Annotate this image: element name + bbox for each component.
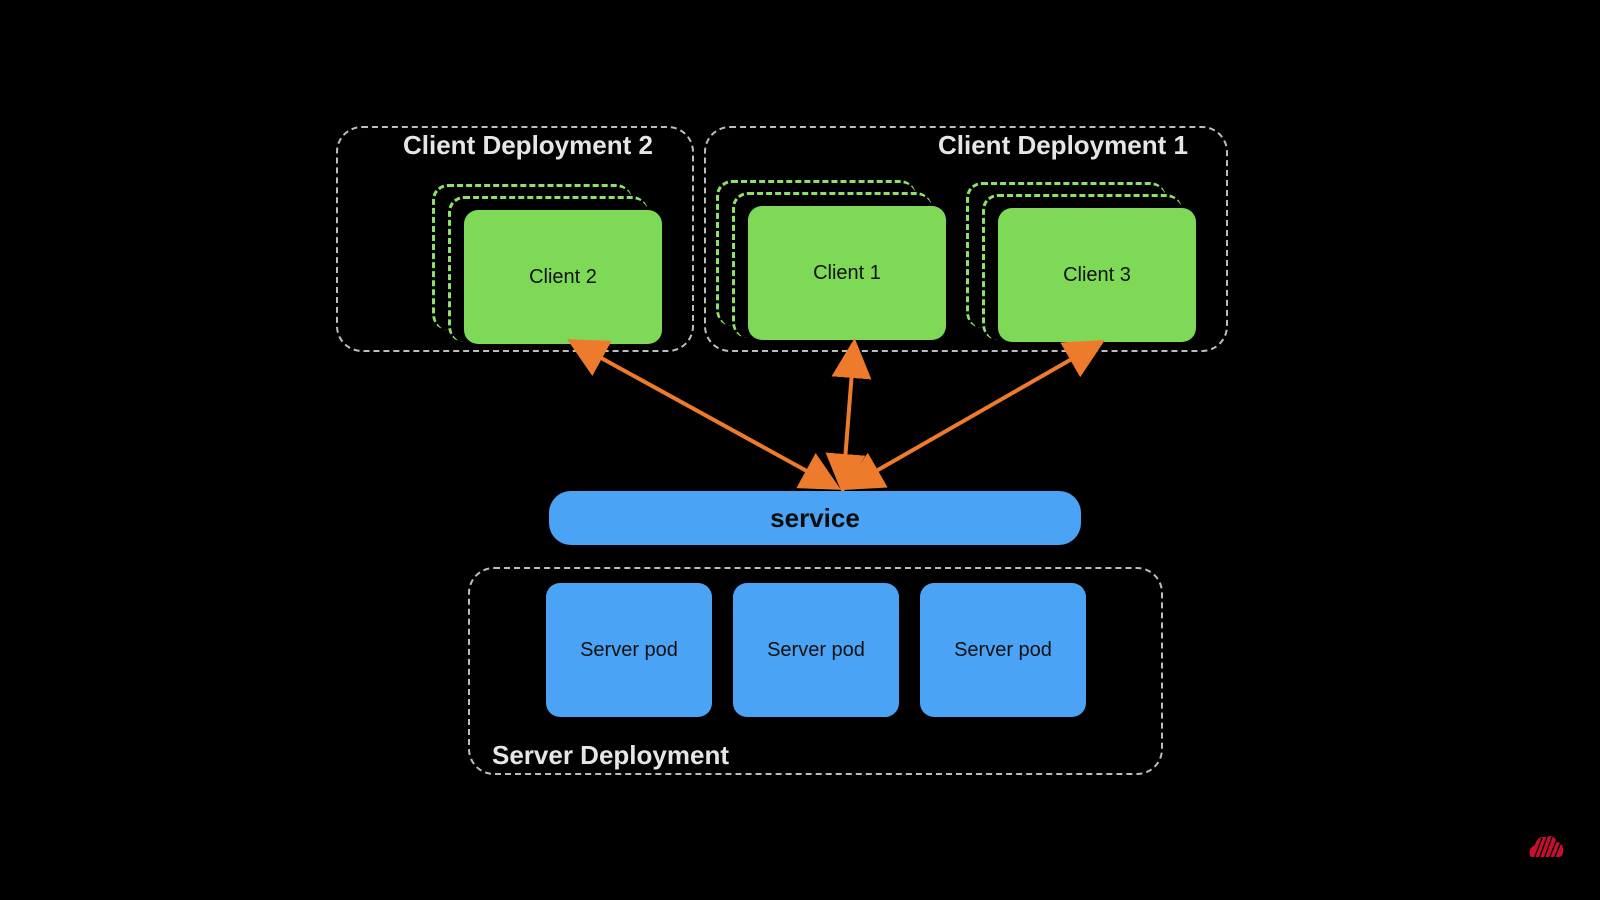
client2-replica-shadow <box>448 196 648 342</box>
client3-label: Client 3 <box>1063 263 1131 286</box>
red-cloud-logo-icon <box>1529 836 1564 860</box>
server-pod-label: Server pod <box>954 638 1052 661</box>
server-deployment-group <box>468 567 1163 775</box>
client-deployment-1-title: Client Deployment 1 <box>938 130 1188 160</box>
client-deployment-2-title: Client Deployment 2 <box>403 130 653 160</box>
client2-pod: Client 2 <box>464 210 662 344</box>
server-pod-label: Server pod <box>767 638 865 661</box>
arrow-service-client3 <box>843 340 1105 490</box>
server-pod-label: Server pod <box>580 638 678 661</box>
server-deployment-title: Server Deployment <box>492 740 729 770</box>
arrow-service-client2 <box>566 339 842 490</box>
server-pod: Server pod <box>920 583 1086 717</box>
client1-replica-shadow <box>732 192 932 338</box>
client3-pod: Client 3 <box>998 208 1196 342</box>
server-pod: Server pod <box>546 583 712 717</box>
client2-replica-shadow <box>432 184 632 330</box>
client3-replica-shadow <box>966 182 1166 328</box>
client1-replica-shadow <box>716 180 916 326</box>
client3-replica-shadow <box>982 194 1182 340</box>
client-deployment-2-group <box>336 126 694 352</box>
service-bar: service <box>549 491 1081 545</box>
service-label: service <box>770 502 860 533</box>
client2-label: Client 2 <box>529 265 597 288</box>
client1-pod: Client 1 <box>748 206 946 340</box>
arrow-service-client1 <box>825 338 872 494</box>
server-pod: Server pod <box>733 583 899 717</box>
client1-label: Client 1 <box>813 261 881 284</box>
